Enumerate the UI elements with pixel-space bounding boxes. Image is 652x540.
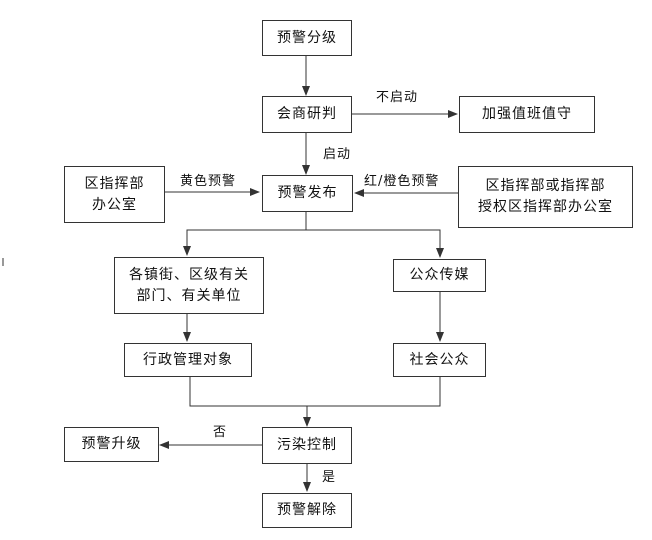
label-red-orange-warning: 红/橙色预警: [364, 174, 440, 189]
node-departments: 各镇街、区级有关 部门、有关单位: [114, 257, 264, 314]
label-no: 否: [213, 425, 228, 440]
node-admin-targets: 行政管理对象: [124, 343, 252, 377]
node-district-office: 区指挥部 办公室: [64, 166, 165, 223]
node-pollution-control: 污染控制: [262, 427, 352, 464]
branch-release-split: [183, 212, 307, 256]
branch-to-media: [306, 229, 444, 258]
node-warning-release: 预警发布: [262, 175, 353, 212]
node-warning-lift: 预警解除: [262, 493, 352, 528]
label-not-start: 不启动: [376, 90, 419, 105]
label-start: 启动: [323, 147, 352, 162]
label-yes: 是: [322, 470, 337, 485]
label-yellow-warning: 黄色预警: [180, 174, 237, 189]
node-strengthen-duty: 加强值班值守: [459, 96, 595, 133]
node-consult-judgment: 会商研判: [262, 96, 352, 133]
node-authorized-office: 区指挥部或指挥部 授权区指挥部办公室: [458, 166, 633, 228]
edge-mark: [2, 258, 4, 266]
node-social-public: 社会公众: [393, 343, 486, 377]
merge-targets-public: [189, 377, 441, 407]
node-warning-upgrade: 预警升级: [64, 427, 159, 462]
node-warning-grading: 预警分级: [262, 20, 352, 56]
node-public-media: 公众传媒: [393, 259, 486, 292]
